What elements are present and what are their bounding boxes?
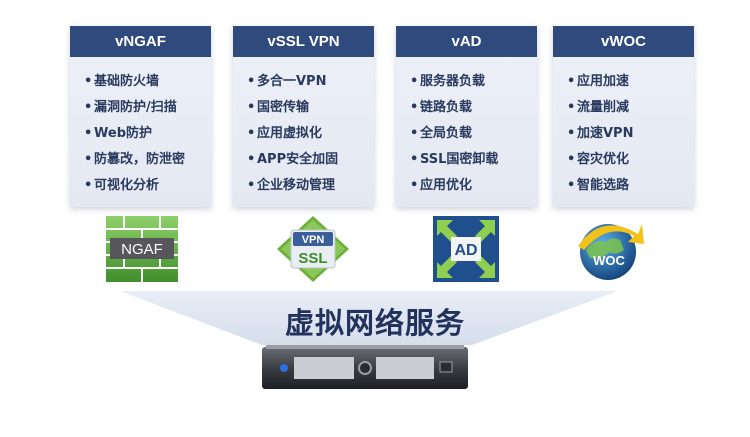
list-item: •应用虚拟化	[247, 126, 323, 141]
service-title: 虚拟网络服务	[284, 306, 465, 340]
woc-globe-icon: WOC	[578, 224, 644, 280]
list-item: •流量削减	[567, 100, 630, 115]
ad-load-balance-icon: AD	[433, 216, 499, 282]
card-title: vAD	[396, 26, 537, 57]
card-vad: vAD •服务器负载 •链路负载 •全局负载 •SSL国密卸载 •应用优化	[396, 26, 537, 207]
server-appliance-icon	[262, 345, 468, 389]
ngaf-label: NGAF	[121, 241, 163, 258]
card-vwoc: vWOC •应用加速 •流量削减 •加速VPN •容灾优化 •智能选路	[553, 26, 694, 207]
list-item: •应用优化	[410, 178, 473, 193]
card-vssl-vpn: vSSL VPN •多合一VPN •国密传输 •应用虚拟化 •APP安全加固 •…	[233, 26, 374, 207]
list-item: •企业移动管理	[247, 178, 336, 193]
list-item: •全局负载	[410, 126, 473, 141]
list-item: •服务器负载	[410, 74, 486, 89]
list-item: •多合一VPN	[247, 74, 327, 89]
list-item: •容灾优化	[567, 152, 630, 167]
list-item: •应用加速	[567, 74, 630, 89]
ssl-label: SSL	[298, 250, 327, 267]
list-item: •基础防火墙	[84, 74, 160, 89]
card-title: vWOC	[553, 26, 694, 57]
list-item: •Web防护	[84, 126, 152, 141]
card-title: vNGAF	[70, 26, 211, 57]
list-item: •国密传输	[247, 100, 310, 115]
list-item: •漏洞防护/扫描	[84, 100, 177, 115]
ad-label: AD	[454, 242, 477, 259]
woc-label: WOC	[593, 253, 625, 268]
card-title: vSSL VPN	[233, 26, 374, 57]
vpn-ssl-icon: VPN SSL	[277, 216, 349, 282]
list-item: •APP安全加固	[247, 152, 339, 167]
list-item: •链路负载	[410, 100, 473, 115]
list-item: •加速VPN	[567, 126, 634, 141]
list-item: •SSL国密卸载	[410, 152, 499, 167]
list-item: •智能选路	[567, 178, 630, 193]
card-vngaf: vNGAF •基础防火墙 •漏洞防护/扫描 •Web防护 •防篡改，防泄密 •可…	[70, 26, 211, 207]
list-item: •可视化分析	[84, 178, 160, 193]
vpn-label: VPN	[302, 234, 325, 246]
ngaf-firewall-icon: NGAF	[106, 216, 178, 282]
list-item: •防篡改，防泄密	[84, 152, 186, 167]
